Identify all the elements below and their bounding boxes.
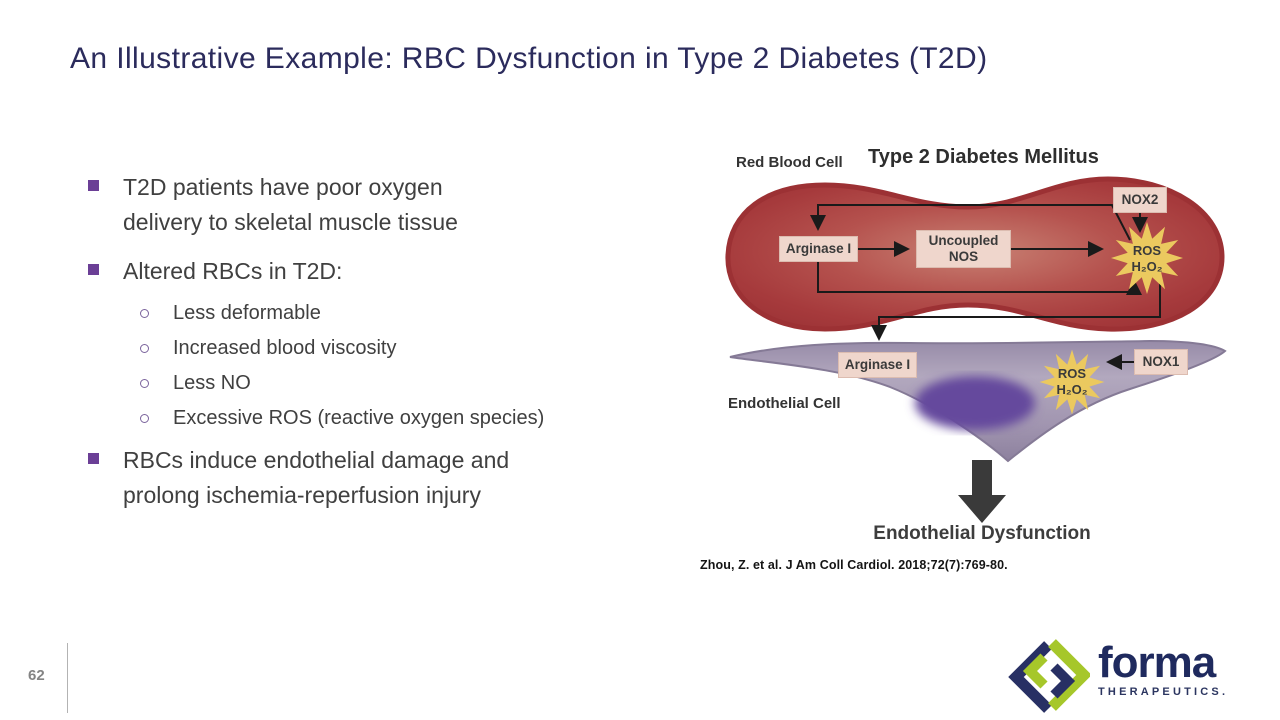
circle-bullet-icon xyxy=(140,414,149,423)
ros-label: ROS xyxy=(1132,243,1162,258)
list-item: Excessive ROS (reactive oxygen species) xyxy=(140,408,630,429)
cell-nucleus xyxy=(915,376,1035,430)
circle-bullet-icon xyxy=(140,309,149,318)
arginase-endo-box: Arginase I xyxy=(838,352,917,378)
endothelial-dysfunction-label: Endothelial Dysfunction xyxy=(873,523,1091,544)
h2o2-label: H₂O₂ xyxy=(1131,258,1163,274)
sub-bullet-text: Excessive ROS (reactive oxygen species) xyxy=(173,407,545,429)
list-item: Altered RBCs in T2D: xyxy=(70,254,630,289)
footer-divider xyxy=(67,643,68,713)
uncoupled-nos-box: Uncoupled NOS xyxy=(916,230,1011,268)
rbc-label: Red Blood Cell xyxy=(736,154,843,171)
h2o2-label: H₂O₂ xyxy=(1056,381,1088,397)
nox2-label: NOX2 xyxy=(1121,192,1159,208)
sub-bullet-list: Less deformable Increased blood viscosit… xyxy=(140,303,630,429)
bullet-list: T2D patients have poor oxygen delivery t… xyxy=(70,170,630,527)
circle-bullet-icon xyxy=(140,344,149,353)
forma-logo-icon xyxy=(1008,639,1090,713)
diagram-title: Type 2 Diabetes Mellitus xyxy=(868,146,1099,168)
logo-subtitle: THERAPEUTICS. xyxy=(1098,686,1229,698)
arginase-rbc-label: Arginase I xyxy=(785,241,852,257)
circle-bullet-icon xyxy=(140,379,149,388)
list-item: RBCs induce endothelial damage and prolo… xyxy=(70,443,630,513)
uncoupled-nos-line1: Uncoupled xyxy=(928,233,999,249)
square-bullet-icon xyxy=(88,180,99,191)
square-bullet-icon xyxy=(88,453,99,464)
bullet-line: RBCs induce endothelial damage and xyxy=(123,447,510,473)
bullet-line: T2D patients have poor oxygen xyxy=(123,174,443,200)
arginase-endo-label: Arginase I xyxy=(844,357,911,373)
pathway-diagram: Red Blood Cell Type 2 Diabetes Mellitus … xyxy=(710,145,1230,585)
page-number: 62 xyxy=(28,667,45,684)
pathway-arrows xyxy=(810,204,1161,370)
sub-bullet-text: Less deformable xyxy=(173,302,321,324)
list-item: Increased blood viscosity xyxy=(140,338,630,359)
arginase-rbc-box: Arginase I xyxy=(779,236,858,262)
bullet-text: T2D patients have poor oxygen delivery t… xyxy=(123,170,458,240)
bullet-line: Altered RBCs in T2D: xyxy=(123,258,343,284)
bullet-text: Altered RBCs in T2D: xyxy=(123,254,342,289)
list-item: Less NO xyxy=(140,373,630,394)
list-item: Less deformable xyxy=(140,303,630,324)
endothelial-cell-label: Endothelial Cell xyxy=(728,395,841,412)
sub-bullet-text: Less NO xyxy=(173,372,251,394)
bullet-line: delivery to skeletal muscle tissue xyxy=(123,209,458,235)
citation-text: Zhou, Z. et al. J Am Coll Cardiol. 2018;… xyxy=(700,558,1008,572)
ros-label: ROS xyxy=(1057,366,1087,381)
nox1-box: NOX1 xyxy=(1134,349,1188,375)
forma-therapeutics-logo: forma THERAPEUTICS. xyxy=(1006,638,1228,714)
uncoupled-nos-line2: NOS xyxy=(948,249,979,264)
logo-text: forma THERAPEUTICS. xyxy=(1098,638,1228,698)
logo-wordmark: forma xyxy=(1098,638,1216,687)
page-title: An Illustrative Example: RBC Dysfunction… xyxy=(70,42,988,75)
list-item: T2D patients have poor oxygen delivery t… xyxy=(70,170,630,240)
ros-endo-text: ROS H₂O₂ xyxy=(1037,366,1107,397)
ros-rbc-text: ROS H₂O₂ xyxy=(1112,243,1182,274)
nox2-box: NOX2 xyxy=(1113,187,1167,213)
nox1-label: NOX1 xyxy=(1142,354,1180,370)
bullet-line: prolong ischemia-reperfusion injury xyxy=(123,482,481,508)
bullet-text: RBCs induce endothelial damage and prolo… xyxy=(123,443,509,513)
down-block-arrow xyxy=(958,460,1006,523)
sub-bullet-text: Increased blood viscosity xyxy=(173,337,397,359)
square-bullet-icon xyxy=(88,264,99,275)
